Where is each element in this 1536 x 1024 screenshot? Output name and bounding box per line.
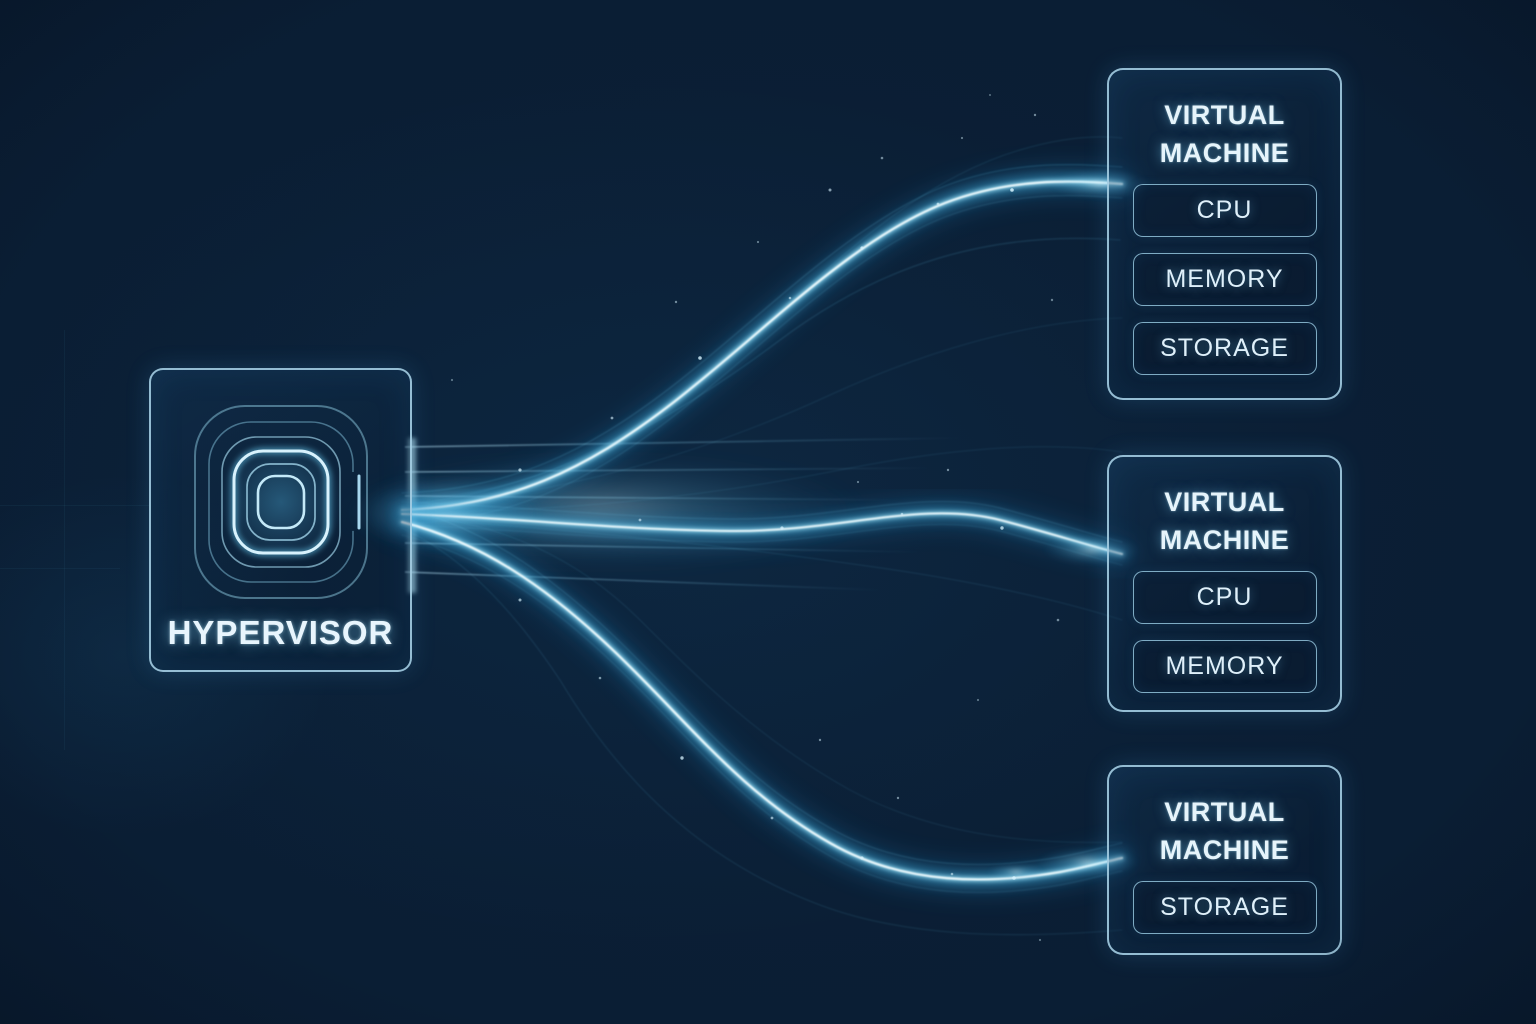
resource-chip-cpu: CPU (1132, 184, 1317, 237)
vm-box-3: VIRTUAL MACHINE STORAGE (1107, 765, 1342, 955)
resource-list: STORAGE (1109, 881, 1340, 934)
circuit-trace (0, 505, 150, 506)
stream-middle (402, 446, 1122, 621)
hypervisor-box: HYPERVISOR (149, 368, 412, 672)
light-particles (450, 94, 1060, 942)
vm-title: VIRTUAL MACHINE (1159, 100, 1290, 168)
resource-chip-storage: STORAGE (1132, 881, 1317, 934)
resource-chip-memory: MEMORY (1132, 640, 1317, 693)
circuit-trace (64, 330, 65, 750)
vm-box-2: VIRTUAL MACHINE CPU MEMORY (1107, 455, 1342, 712)
resource-chip-memory: MEMORY (1132, 253, 1317, 306)
stream-top (402, 136, 1122, 524)
hypervisor-label: HYPERVISOR (167, 614, 394, 651)
chip-icon (193, 405, 368, 599)
vm-title: VIRTUAL MACHINE (1159, 487, 1290, 555)
resource-list: CPU MEMORY (1109, 571, 1340, 693)
vm-box-1: VIRTUAL MACHINE CPU MEMORY STORAGE (1107, 68, 1342, 400)
resource-chip-storage: STORAGE (1132, 322, 1317, 375)
resource-list: CPU MEMORY STORAGE (1109, 184, 1340, 375)
circuit-trace (0, 568, 120, 569)
stream-bottom (402, 506, 1122, 936)
entry-flares (986, 169, 1152, 880)
vm-title: VIRTUAL MACHINE (1159, 797, 1290, 865)
resource-chip-cpu: CPU (1132, 571, 1317, 624)
